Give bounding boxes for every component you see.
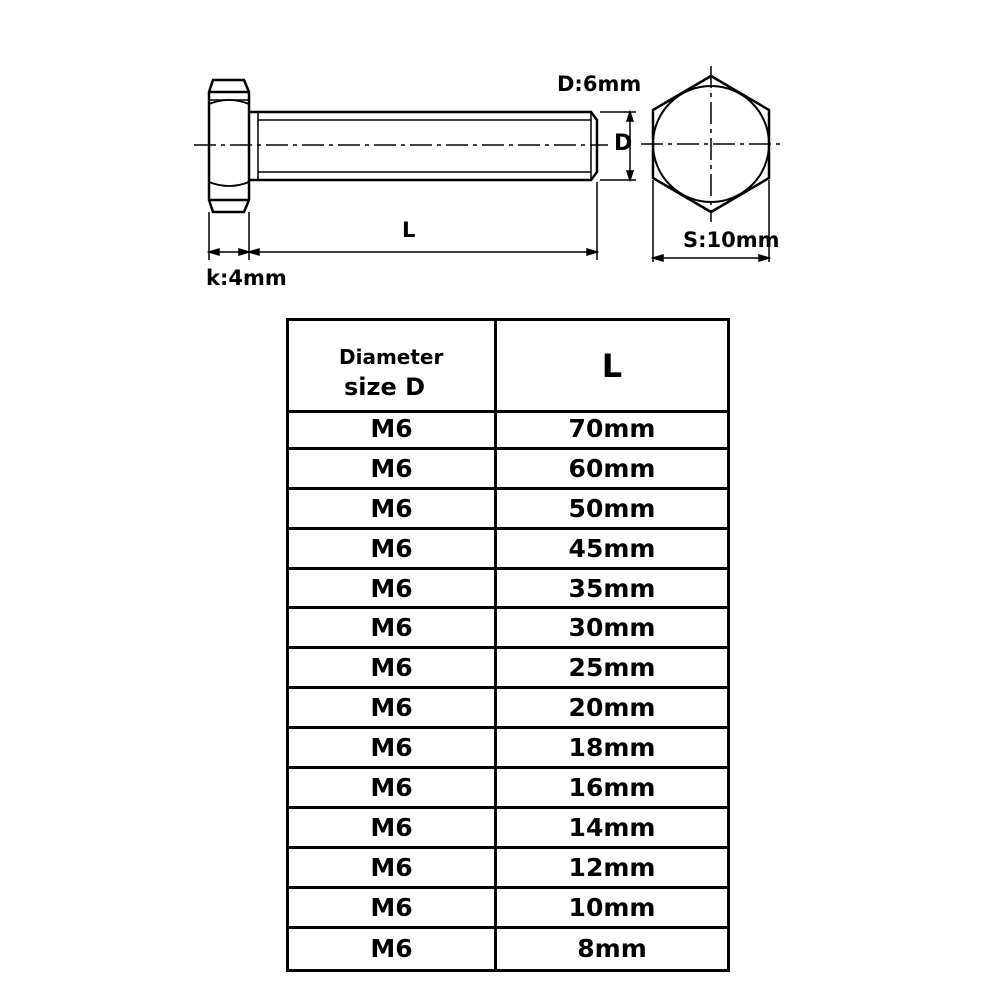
length-cell: 70mm	[568, 413, 656, 443]
bolt-side-view	[207, 78, 599, 214]
head-height-label: k:4mm	[206, 266, 287, 290]
length-cell: 14mm	[568, 812, 656, 842]
size-cell: M6	[370, 453, 413, 483]
length-cell: 20mm	[568, 693, 656, 723]
size-cell: M6	[370, 733, 413, 763]
table-row: M6 45mm	[289, 530, 727, 570]
d-symbol: D	[614, 131, 633, 156]
length-cell: 50mm	[568, 493, 656, 523]
length-dimension	[246, 182, 600, 260]
table-row: M6 70mm	[289, 410, 727, 450]
bolt-head-face-mid	[208, 181, 250, 187]
table-row: M6 50mm	[289, 490, 727, 530]
bolt-shank-outline	[249, 110, 599, 182]
size-cell: M6	[370, 613, 413, 643]
table-row: M6 10mm	[289, 889, 727, 929]
table-row: M6 8mm	[289, 929, 727, 969]
end-view-centerlines	[641, 66, 781, 222]
length-header: L	[601, 346, 623, 385]
size-cell: M6	[370, 934, 413, 964]
size-cell: M6	[370, 772, 413, 802]
length-cell: 10mm	[568, 892, 656, 922]
diameter-header-line1: Diameter	[339, 345, 444, 369]
diameter-header-line2: size D	[344, 373, 426, 401]
across-flats-label: S:10mm	[683, 228, 780, 252]
size-cell: M6	[370, 892, 413, 922]
length-cell: 16mm	[568, 772, 656, 802]
length-cell: 25mm	[568, 653, 656, 683]
bolt-head-face-top	[208, 99, 250, 105]
table-row: M6 60mm	[289, 450, 727, 490]
diameter-dimension	[600, 109, 636, 183]
bolt-technical-drawing	[194, 66, 781, 263]
size-cell: M6	[370, 413, 413, 443]
length-cell: 60mm	[568, 453, 656, 483]
length-cell: 18mm	[568, 733, 656, 763]
head-height-dimension	[206, 212, 252, 260]
size-cell: M6	[370, 573, 413, 603]
table-row: M6 20mm	[289, 689, 727, 730]
length-cell: 8mm	[577, 934, 647, 964]
size-cell: M6	[370, 812, 413, 842]
size-cell: M6	[370, 493, 413, 523]
table-row: M6 25mm	[289, 649, 727, 690]
length-symbol: L	[402, 218, 416, 242]
table-row: M6 12mm	[289, 849, 727, 889]
table-row: M6 16mm	[289, 769, 727, 809]
diameter-label: D:6mm	[557, 72, 642, 96]
diameter-header: Diameter size D	[289, 321, 494, 410]
size-cell: M6	[370, 852, 413, 882]
table-row: M6 18mm	[289, 729, 727, 770]
length-cell: 45mm	[568, 533, 656, 563]
length-cell: 30mm	[568, 613, 656, 643]
length-cell: 12mm	[568, 852, 656, 882]
size-cell: M6	[370, 533, 413, 563]
length-cell: 35mm	[568, 573, 656, 603]
table-header: Diameter size D L	[289, 321, 727, 413]
across-flats-dimension	[650, 180, 772, 263]
column-divider	[494, 321, 497, 969]
table-row: M6 35mm	[289, 570, 727, 610]
table-row: M6 30mm	[289, 609, 727, 650]
size-cell: M6	[370, 693, 413, 723]
table-row: M6 14mm	[289, 809, 727, 849]
size-cell: M6	[370, 653, 413, 683]
